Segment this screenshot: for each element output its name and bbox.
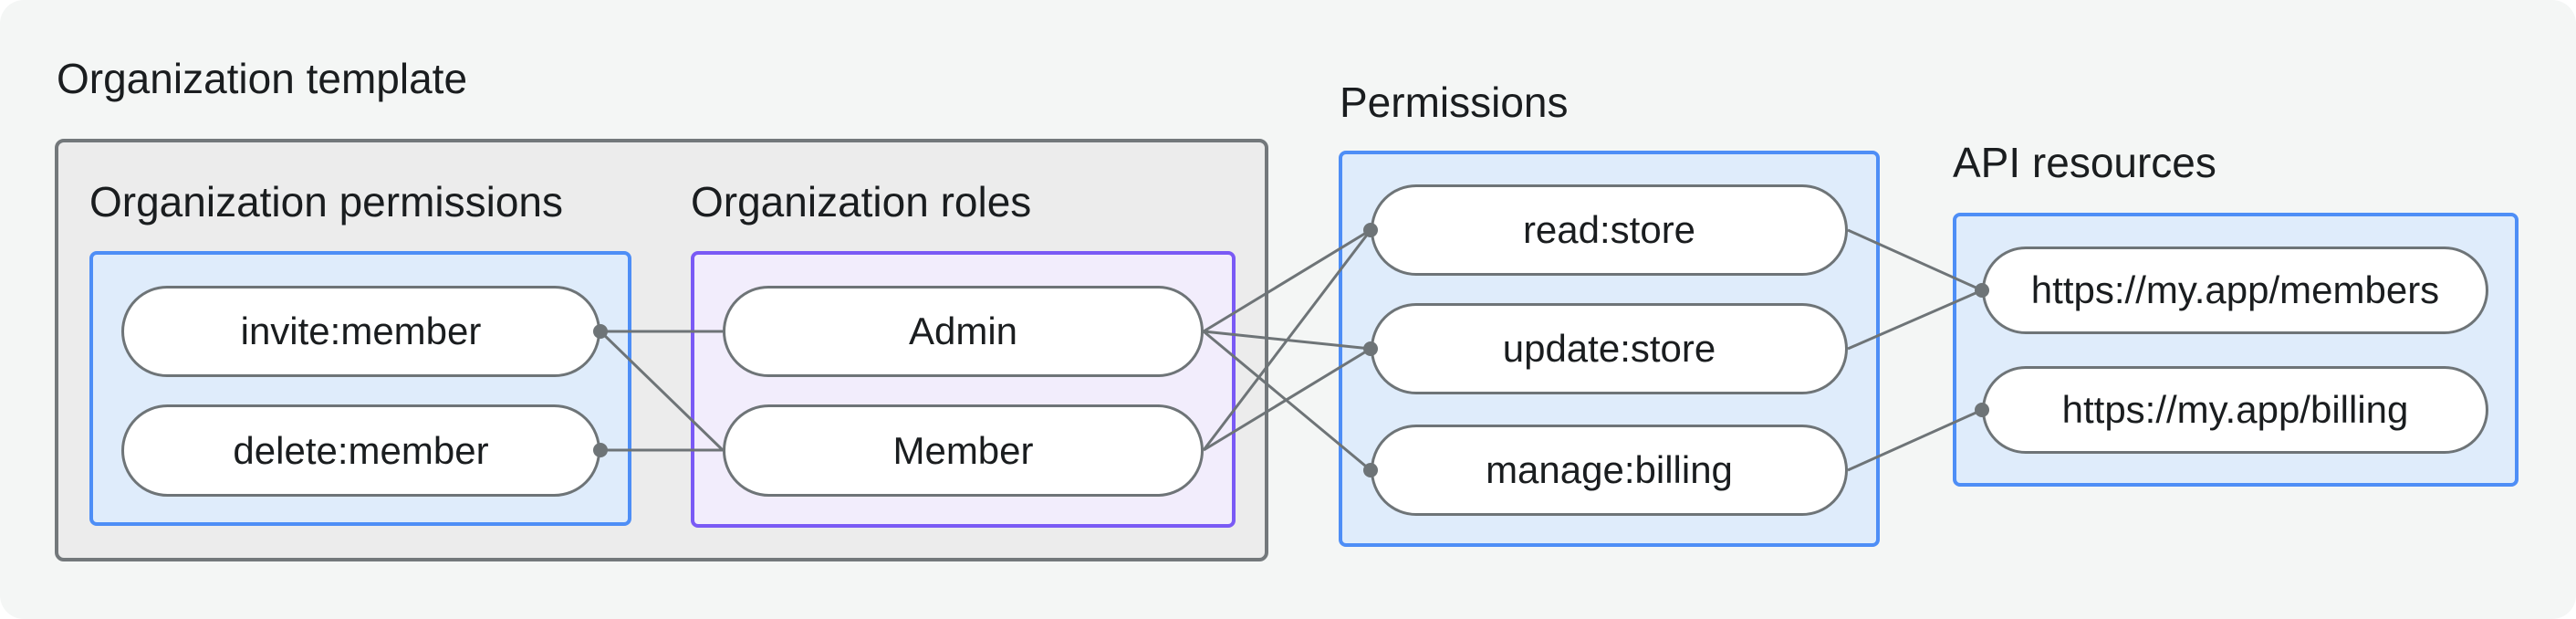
node-manage-billing: manage:billing bbox=[1371, 425, 1848, 516]
node-admin: Admin bbox=[723, 286, 1204, 377]
node-invite-member: invite:member bbox=[121, 286, 600, 377]
organization-roles-title: Organization roles bbox=[691, 178, 1032, 226]
organization-permissions-title: Organization permissions bbox=[89, 178, 564, 226]
node-delete-member: delete:member bbox=[121, 404, 600, 497]
node-update-store-label: update:store bbox=[1502, 327, 1716, 370]
node-member: Member bbox=[723, 404, 1204, 497]
api-resources-title: API resources bbox=[1953, 139, 2216, 186]
node-api-billing-label: https://my.app/billing bbox=[2061, 388, 2409, 431]
node-read-store-label: read:store bbox=[1522, 208, 1696, 251]
permissions-title: Permissions bbox=[1340, 79, 1569, 126]
node-read-store: read:store bbox=[1371, 184, 1848, 276]
node-manage-billing-label: manage:billing bbox=[1486, 448, 1733, 491]
node-update-store: update:store bbox=[1371, 303, 1848, 394]
node-admin-label: Admin bbox=[908, 310, 1018, 352]
node-member-label: Member bbox=[892, 428, 1034, 472]
node-invite-member-label: invite:member bbox=[240, 310, 482, 352]
node-api-members-label: https://my.app/members bbox=[2030, 268, 2440, 311]
node-delete-member-label: delete:member bbox=[233, 428, 489, 472]
node-api-billing: https://my.app/billing bbox=[1982, 366, 2488, 454]
node-api-members: https://my.app/members bbox=[1982, 247, 2488, 334]
organization-template-title: Organization template bbox=[57, 55, 468, 102]
